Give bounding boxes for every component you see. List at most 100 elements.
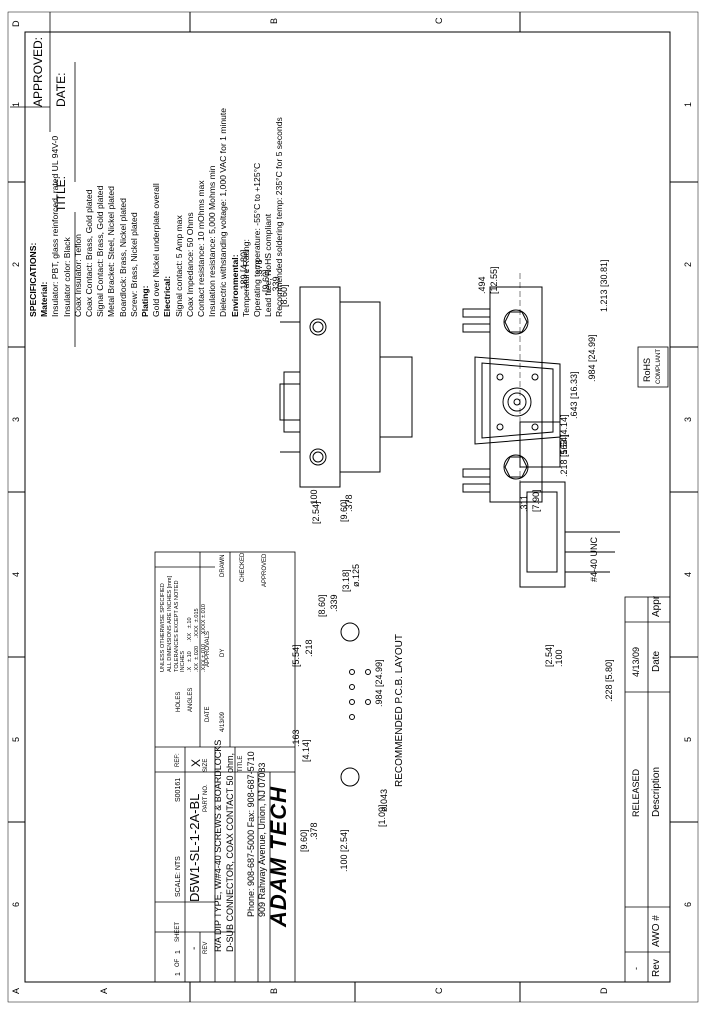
pcb-dim-378-mm: [9.60] — [299, 829, 309, 852]
zone-number-3: 3 — [11, 416, 21, 422]
spec-line: Insulator: PBT, glass reinforced, rated … — [50, 135, 61, 317]
zone-number-1-bottom: 1 — [683, 101, 693, 107]
dim-218: .218 [5.54] — [559, 434, 569, 477]
pcb-dim-218-mm: [5.54] — [291, 644, 301, 667]
pcb-dim-339-mm: [8.60] — [317, 594, 327, 617]
dim-189: .189 [4.80] — [239, 249, 249, 292]
rev-header: Rev — [651, 959, 662, 977]
spec-line: Contact resistance: 10 mOhms max — [196, 180, 207, 317]
angles-label: ANGLES — [188, 687, 194, 712]
dim-100-right-mm: [2.54] — [544, 644, 554, 667]
description-header: Description — [651, 766, 662, 817]
zone-number-6-bottom: 6 — [683, 901, 693, 907]
size-label: SIZE — [203, 758, 209, 772]
tolerance-line: ALL DIMENSIONS ARE INCHES [mm] — [166, 575, 173, 672]
drawn-by: DY — [220, 648, 226, 657]
dim-378-mm: [9.60] — [261, 269, 271, 292]
approved-field-label: APPROVED — [262, 553, 268, 587]
company-name: ADAM TECH — [266, 786, 291, 927]
spec-line: Coax Impedance: 50 Ohms — [184, 212, 195, 317]
pcb-dim-100: .100 [2.54] — [339, 829, 349, 872]
date-value: 4/13/09 — [631, 646, 641, 677]
holes-label: HOLES — [176, 691, 182, 712]
spec-line: Insulation resistance: 5,000 Mohms min — [207, 165, 218, 317]
specifications-heading: SPECIFICATIONS: — [28, 242, 38, 317]
appr-header: Appr — [651, 595, 662, 617]
side-view — [279, 286, 413, 488]
company-address: 909 Rahway Avenue, Union, NJ 07083 — [257, 762, 267, 917]
awo-header: AWO # — [651, 915, 662, 947]
dim-494-mm: [12.55] — [489, 266, 499, 294]
dim-228: .228 [5.80] — [604, 659, 614, 702]
rev-value: - — [631, 967, 641, 970]
dim-643: .643 [16.33] — [569, 371, 579, 419]
checked-label: CHECKED — [240, 552, 246, 582]
zone-number-2-bottom: 2 — [683, 261, 693, 267]
dim-494: .494 — [477, 276, 487, 294]
zone-number-5-bottom: 5 — [683, 736, 693, 742]
date-header: Date — [651, 650, 662, 672]
size-value: X — [189, 758, 203, 767]
tolerance-line: UNLESS OTHERWISE SPECIFIED — [160, 583, 166, 672]
rohs-compliant: COMPLIANT — [656, 348, 662, 384]
tolerance-line: TOLERANCES EXCEPT AS NOTED — [173, 580, 180, 673]
dim-339-mm: [8.60] — [279, 284, 289, 307]
pcb-dim-125-mm: [3.18] — [341, 569, 351, 592]
approvals-date-label: DATE — [205, 706, 211, 722]
pcb-dim-163-mm: [4.14] — [301, 739, 311, 762]
spec-line: Coax Contact: Brass, Gold plated — [84, 189, 95, 317]
spec-section-heading: Material: — [39, 281, 50, 317]
zone-letter-b: B — [269, 987, 279, 994]
pcb-dim-378: .378 — [309, 822, 319, 840]
part-number: D5W1-SL-1-2A-BL — [187, 793, 202, 902]
spec-line: Dielectric withstanding voltage: 1,000 V… — [218, 107, 229, 317]
pcb-dim-339: .339 — [329, 594, 339, 612]
spec-section-heading: Electrical: — [162, 275, 173, 317]
rev-field-label: REV — [203, 941, 209, 954]
spec-line: Coax Insulator: Teflon — [72, 234, 83, 317]
zone-number-3-bottom: 3 — [683, 416, 693, 422]
zone-number-1: 1 — [11, 101, 21, 107]
zone-letter-d-side: D — [599, 987, 609, 995]
pcb-layout — [340, 622, 371, 787]
spec-line: Gold over Nickel underplate overall — [151, 183, 162, 317]
rohs-label: RoHS — [642, 357, 652, 382]
zone-letter-d: D — [11, 20, 21, 28]
pcb-dim-163: .163 — [291, 729, 301, 747]
dim-984: .984 [24.99] — [587, 334, 597, 382]
zone-letter-a: A — [11, 987, 21, 994]
zone-letter-c: C — [434, 987, 444, 995]
spec-line: Metal Bracket: Steel, Nickel plated — [106, 186, 117, 317]
description-value: RELEASED — [631, 768, 641, 817]
tolerance-line: .X ±.10 .XX ±.10 — [187, 617, 194, 672]
part-no-label: PART NO. — [203, 784, 209, 812]
company-phone: Phone: 908-687-5000 Fax: 908-687-5710 — [246, 751, 256, 917]
title-line-1: D-SUB CONNECTOR, COAX CONTACT 50 ohm, — [225, 752, 235, 952]
drawn-date: 4/13/09 — [220, 711, 226, 732]
pcb-dim-218: .218 — [304, 639, 314, 657]
right-view — [519, 421, 620, 588]
spec-line: Boardlock: Brass, Nickel plated — [117, 198, 128, 317]
dim-100-right: .100 — [554, 649, 564, 667]
zone-letter-a-side: A — [99, 987, 109, 994]
sheet-value: 1 — [175, 950, 182, 954]
spec-section-heading: Plating: — [140, 285, 151, 317]
ref-value: S00161 — [175, 777, 182, 802]
screw-callout: #4-40 UNC — [589, 536, 599, 582]
tolerance-line: .XX ±.020 .XXX ±.015 — [193, 608, 200, 672]
pcb-dim-125: ø.125 — [351, 563, 361, 587]
zone-number-4: 4 — [11, 571, 21, 577]
approvals-label: APPROVALS — [205, 631, 211, 667]
zone-number-2: 2 — [11, 261, 21, 267]
dim-378-lower-mm: [9.60] — [339, 499, 349, 522]
spec-line: Signal contact: 5 Amp max — [173, 215, 184, 317]
ref-label: REF: — [175, 753, 181, 767]
dim-311-mm: [7.90] — [531, 489, 541, 512]
spec-line: Signal Contact: Brass, Gold plated — [95, 185, 106, 317]
of-label: OF — [175, 958, 181, 967]
dim-100-mm: [2.54] — [311, 501, 321, 524]
scale-value: SCALE: NTS — [175, 856, 182, 897]
spec-line: Insulator color: Black — [61, 237, 72, 317]
title-field-label: TITLE — [238, 755, 244, 772]
